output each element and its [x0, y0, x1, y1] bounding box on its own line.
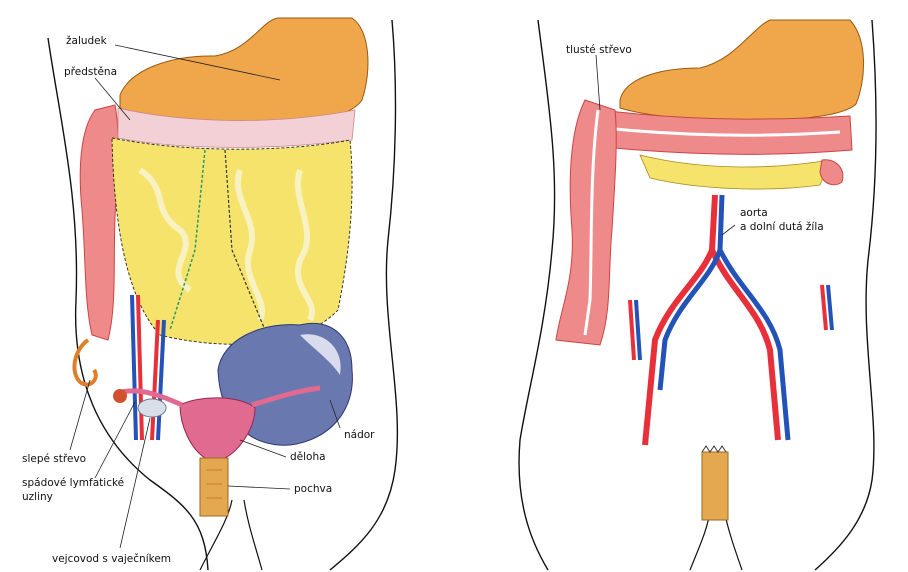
label-aorta-line1: aorta [740, 207, 768, 219]
leader-spadove-uzliny [95, 402, 135, 478]
left-ovary [138, 399, 166, 417]
left-iliac-vein [132, 295, 136, 440]
right-body-outline-left [519, 20, 555, 570]
iliac-stump-right-vein [828, 285, 832, 330]
vaginal-stump [702, 452, 728, 520]
left-panel: žaludek předstěna slepé střevo spádové l… [22, 18, 397, 570]
leader-pochva [228, 486, 290, 489]
iliac-stump-left-vein [636, 300, 640, 360]
label-spadove-uzliny-line1: spádové lymfatické [22, 477, 124, 489]
label-slepe-strevo: slepé střevo [22, 453, 86, 465]
label-spadove-uzliny-line2: uzliny [22, 491, 53, 503]
mesentery-fat [640, 155, 830, 189]
stomach [120, 18, 368, 125]
label-nador: nádor [344, 429, 375, 441]
uterus [180, 398, 255, 458]
leader-tluste-strevo [596, 55, 600, 110]
vagina [200, 458, 228, 516]
label-tluste-strevo: tlusté střevo [566, 44, 632, 56]
label-zaludek: žaludek [66, 35, 108, 47]
label-pochva: pochva [294, 483, 332, 495]
ascending-colon-right [556, 100, 616, 345]
tube-fimbria [113, 389, 127, 403]
label-predstena: předstěna [64, 66, 117, 78]
colon-stump-right [820, 160, 843, 185]
iliac-stump-right [822, 285, 826, 330]
vaginal-stump-sutures [702, 446, 726, 452]
label-vejcovod: vejcovod s vaječníkem [52, 553, 171, 565]
leader-slepe-strevo [70, 380, 90, 450]
left-iliac-artery [138, 295, 142, 440]
iliac-stump-left [630, 300, 634, 360]
label-deloha: děloha [290, 451, 326, 463]
label-aorta-line2: a dolní dutá žíla [740, 221, 824, 233]
greater-omentum [112, 138, 352, 344]
right-panel: tlusté střevo aorta a dolní dutá žíla [519, 20, 876, 570]
leader-aorta [722, 225, 735, 235]
stomach-right [620, 20, 864, 120]
